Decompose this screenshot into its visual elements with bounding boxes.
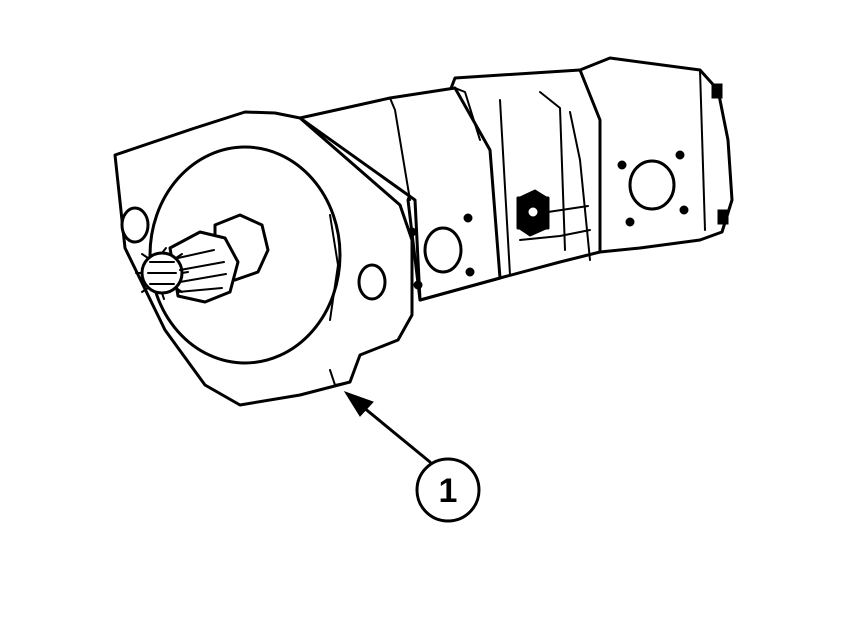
leader-arrowhead [343, 391, 374, 417]
rear-bolt-4 [679, 205, 689, 215]
callout-number-1: 1 [439, 472, 458, 510]
front-bolt-3 [413, 280, 423, 290]
rear-pump-section [578, 56, 734, 254]
rear-bolt-2 [675, 150, 685, 160]
front-port-circle [423, 226, 463, 274]
front-bolt-4 [465, 267, 475, 277]
callout-leader [343, 391, 432, 464]
drive-shaft [135, 213, 270, 304]
front-bolt-2 [463, 213, 473, 223]
flange-bolt-hole-right [357, 263, 387, 301]
rear-bolt-3 [625, 217, 635, 227]
rear-stud-bottom [717, 209, 729, 225]
flange-bolt-hole-left [120, 206, 150, 244]
callout-bubble-1: 1 [415, 457, 481, 523]
rear-stud-top [711, 83, 723, 99]
front-pump-section [298, 86, 502, 302]
rear-bolt-1 [617, 160, 627, 170]
rear-port-circle [628, 159, 676, 211]
